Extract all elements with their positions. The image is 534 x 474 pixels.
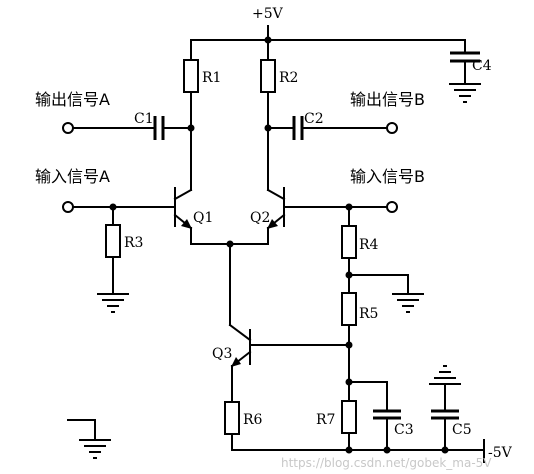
resistor-r6: R6 [224,401,263,451]
r4-label: R4 [359,237,379,253]
r1-label: R1 [202,70,221,86]
input-a-terminal [62,201,74,213]
c2-label: C2 [304,111,324,127]
q3-label: Q3 [212,346,232,362]
negative-supply-rail [231,439,485,463]
positive-supply-label: +5V [252,6,284,22]
resistor-r5: R5 [341,292,378,402]
transistor-q2: Q2 [250,187,286,245]
q2-label: Q2 [250,210,270,226]
q1-label: Q1 [193,210,213,226]
r6-label: R6 [243,412,263,428]
positive-supply-rail: +5V [190,6,466,44]
c5-label: C5 [452,422,472,438]
r2-label: R2 [279,70,298,86]
r5-label: R5 [359,306,378,322]
r4-r5-ground-tap [348,274,424,313]
input-b-label: 输入信号B [350,167,425,186]
resistor-r7: R7 [316,400,357,451]
capacitor-c5: C5 [431,383,472,451]
ground-symbol-standalone [67,419,111,459]
c4-label: C4 [472,58,492,74]
ground-symbol-r3 [97,293,129,313]
output-a-branch: C1 输出信号A [35,90,195,140]
resistor-r3: R3 [105,206,143,295]
input-a-branch: 输入信号A [35,167,176,213]
negative-supply-label: -5V [488,445,513,461]
input-b-terminal [386,201,398,213]
watermark-text: https://blog.csdn.net/gobek_ma-5V [281,456,492,470]
capacitor-c4: C4 [450,39,492,85]
ground-symbol-c5 [429,365,461,385]
output-b-label: 输出信号B [350,90,425,109]
c1-label: C1 [134,111,154,127]
r7-label: R7 [316,412,335,428]
c3-label: C3 [394,422,414,438]
output-a-label: 输出信号A [35,90,110,109]
output-a-terminal [62,122,74,134]
input-a-label: 输入信号A [35,167,110,186]
ground-symbol-c4 [449,83,481,103]
resistor-r4: R4 [341,206,379,294]
r3-label: R3 [124,235,143,251]
resistor-r1: R1 [183,39,221,191]
capacitor-c3: C3 [348,381,414,451]
emitter-common-node [190,240,269,342]
output-b-terminal [386,122,398,134]
transistor-q1: Q1 [173,187,213,245]
input-b-branch: 输入信号B [283,167,425,213]
output-b-branch: C2 输出信号B [264,90,425,140]
transistor-q3: Q3 [212,329,350,403]
resistor-r2: R2 [260,39,298,191]
